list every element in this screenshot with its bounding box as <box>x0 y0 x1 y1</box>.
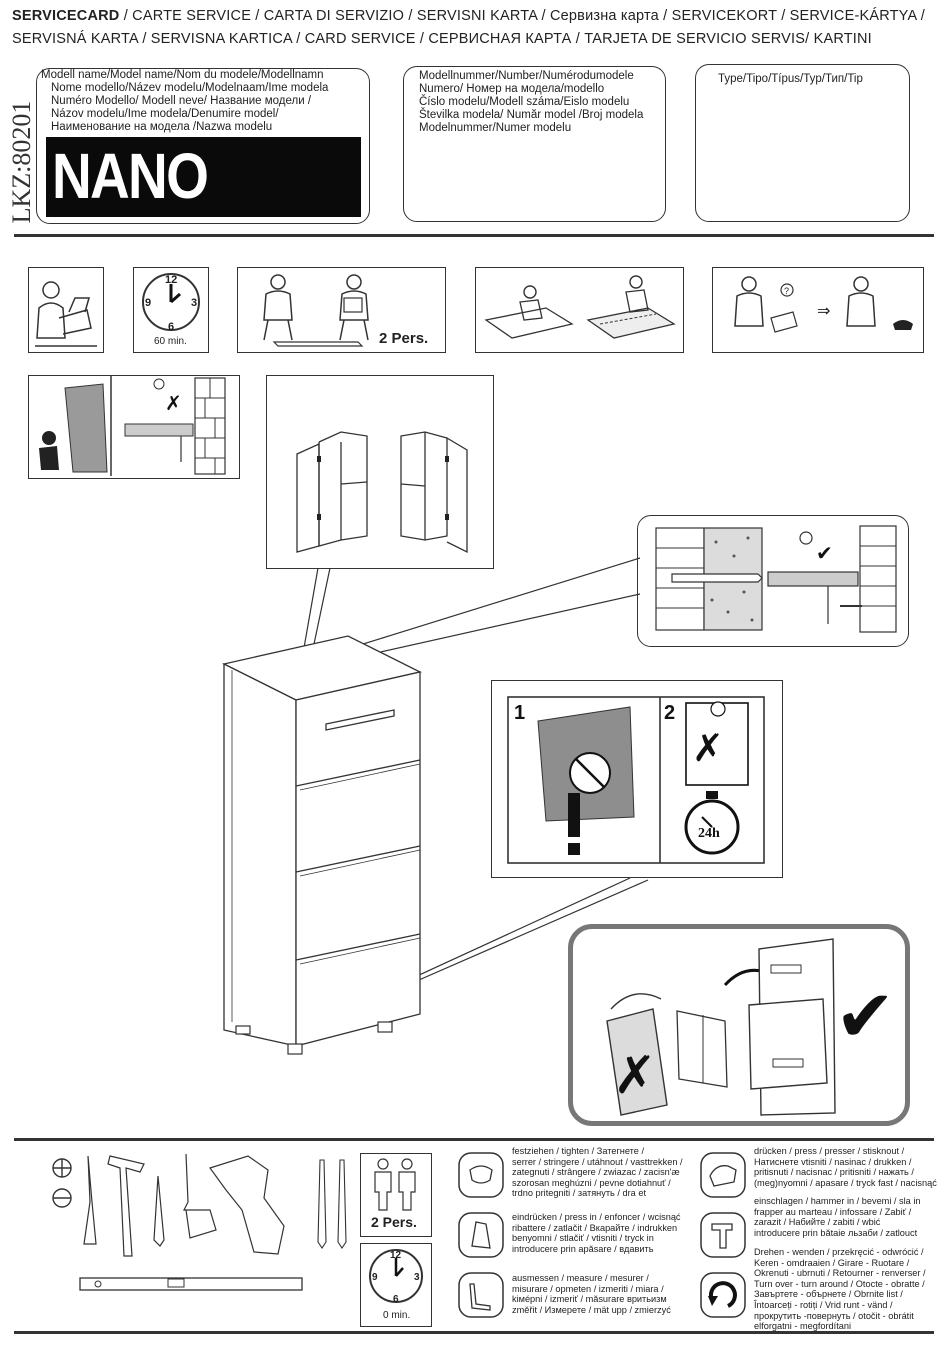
two-persons-icon <box>263 274 369 347</box>
reading-person-icon <box>35 281 97 347</box>
clock-icon: 12 3 6 9 <box>369 1249 423 1305</box>
svg-text:9: 9 <box>372 1272 378 1283</box>
wall-fixing-icon: ✔ <box>655 525 897 633</box>
drill-bit-icon <box>317 1159 327 1249</box>
glass-care-callout: 1 2 ✗ 24h <box>491 680 783 878</box>
callout-line <box>395 879 649 991</box>
model-name-label-line: Názov modelu/Ime modela/Denumire model/ <box>51 108 279 120</box>
tools-divider <box>14 1138 934 1141</box>
model-number-label-line: Modelnummer/Numer modelu <box>419 122 572 134</box>
missing-parts-panel: ? ⇒ <box>712 267 924 353</box>
tools-illustration <box>52 1153 347 1291</box>
model-number-label-line: Številka modela/ Număr model /Broj model… <box>419 109 644 121</box>
svg-text:1: 1 <box>514 702 525 724</box>
screwdriver-icon <box>83 1155 97 1245</box>
spirit-level-icon <box>79 1277 303 1291</box>
two-persons-icon <box>374 1158 416 1211</box>
svg-text:3: 3 <box>191 297 197 309</box>
type-box: Type/Tipo/Típus/Typ/Тип/Tip <box>695 64 910 222</box>
persons-label: 2 Pers. <box>379 330 429 347</box>
type-label: Type/Tipo/Típus/Typ/Тип/Tip <box>718 73 863 85</box>
phillips-screwdriver-icon <box>52 1158 72 1178</box>
svg-text:6: 6 <box>168 321 174 333</box>
header-title-line-2: SERVISNÁ KARTA / SERVISNA KARTICA / CARD… <box>12 31 872 47</box>
two-persons-carry-panel: 2 Pers. <box>237 267 446 353</box>
assembly-on-mat-icon <box>484 275 676 339</box>
press-icon <box>700 1152 746 1198</box>
svg-text:✗: ✗ <box>692 726 724 770</box>
drill-bit-icon <box>337 1159 347 1249</box>
svg-text:✔: ✔ <box>835 974 895 1058</box>
model-name-label-line: Наименование на модела /Nazwa modelu <box>51 121 273 133</box>
clock-icon: 12 3 6 9 <box>142 273 200 333</box>
press-in-icon <box>458 1212 504 1258</box>
svg-text:6: 6 <box>393 1294 399 1305</box>
glass-cleaning-icon: 1 2 ✗ 24h <box>507 696 765 864</box>
hammer-icon <box>107 1155 145 1257</box>
keep-instructions-panel: ✗ ✔ <box>568 924 910 1126</box>
legend-tighten-text: festziehen / tighten / Затегнете /serrer… <box>512 1146 683 1199</box>
tools-persons-panel: 2 Pers. <box>360 1153 432 1237</box>
svg-text:✔: ✔ <box>816 541 833 565</box>
door-hinge-callout <box>266 375 494 569</box>
hammer-icon <box>700 1212 746 1258</box>
tape-measure-icon <box>183 1153 217 1239</box>
svg-text:9: 9 <box>145 297 151 309</box>
wall-fixing-callout: ✔ <box>637 515 909 647</box>
legend-press-text: drücken / press / presser / stisknout /Н… <box>754 1146 937 1188</box>
servicecard-title: SERVICECARD <box>12 8 120 24</box>
legend-press-in-text: eindrücken / press in / enfoncer / wcisn… <box>512 1212 681 1254</box>
flat-screwdriver-icon <box>52 1188 72 1208</box>
tighten-icon <box>458 1152 504 1198</box>
svg-text:2: 2 <box>664 702 675 724</box>
tipping-warning-icon: ✗ <box>39 376 226 476</box>
measure-icon <box>458 1272 504 1318</box>
pencil-icon <box>153 1175 165 1247</box>
model-name-label-line: Modell name/Model name/Nom du modele/Mod… <box>41 69 324 81</box>
svg-text:12: 12 <box>165 274 177 286</box>
header-title-rest: / CARTE SERVICE / CARTA DI SERVIZIO / SE… <box>119 8 926 24</box>
tools-time-label: 0 min. <box>383 1310 411 1321</box>
svg-text:12: 12 <box>390 1250 402 1261</box>
model-number-box: Modellnummer/Number/Numérodumodele Numer… <box>403 66 666 222</box>
footer-divider <box>14 1331 934 1334</box>
header-divider <box>14 234 934 237</box>
time-label: 60 min. <box>154 336 187 347</box>
svg-text:✗: ✗ <box>165 391 182 415</box>
floor-protection-panel <box>475 267 684 353</box>
model-name-label-line: Numéro Modello/ Modell neve/ Название мо… <box>51 95 312 107</box>
legend-measure-text: ausmessen / measure / mesurer /misurare … <box>512 1273 671 1315</box>
time-panel: 12 3 6 9 60 min. <box>133 267 209 353</box>
svg-text:24h: 24h <box>698 826 720 841</box>
svg-text:3: 3 <box>414 1272 420 1283</box>
cabinet-door-options-icon <box>296 431 468 554</box>
tools-persons-label: 2 Pers. <box>371 1214 417 1230</box>
tools-time-panel: 12 3 6 9 0 min. <box>360 1243 432 1327</box>
model-number-label-line: Modellnummer/Number/Numérodumodele <box>419 70 634 82</box>
read-instructions-panel <box>28 267 104 353</box>
svg-text:⇒: ⇒ <box>817 301 830 320</box>
callout-line <box>379 877 631 994</box>
model-name-label-line: Nome modello/Název modelu/Modelnaam/Ime … <box>51 82 329 94</box>
header-title-line-1: SERVICECARD / CARTE SERVICE / CARTA DI S… <box>12 8 925 24</box>
legend-turn-over-text: Drehen - wenden / przekręcić - odwrócić … <box>754 1247 926 1332</box>
drill-icon <box>209 1155 285 1255</box>
svg-text:✗: ✗ <box>613 1046 657 1106</box>
svg-text:?: ? <box>784 286 789 296</box>
contact-service-icon: ? ⇒ <box>734 276 913 333</box>
turn-over-icon <box>700 1272 746 1318</box>
callout-line <box>317 557 641 659</box>
model-number-label-line: Numero/ Номер на модела/modello <box>419 83 605 95</box>
wall-anchor-warning-panel: ✗ <box>28 375 240 479</box>
legend-hammer-text: einschlagen / hammer in / bevemi / sla i… <box>754 1196 921 1238</box>
model-name-value: NANO <box>52 140 209 212</box>
model-number-label-line: Číslo modelu/Modell száma/Eislo modelu <box>419 96 630 108</box>
model-name-banner: NANO <box>46 137 361 217</box>
file-instructions-icon: ✗ ✔ <box>606 938 895 1116</box>
